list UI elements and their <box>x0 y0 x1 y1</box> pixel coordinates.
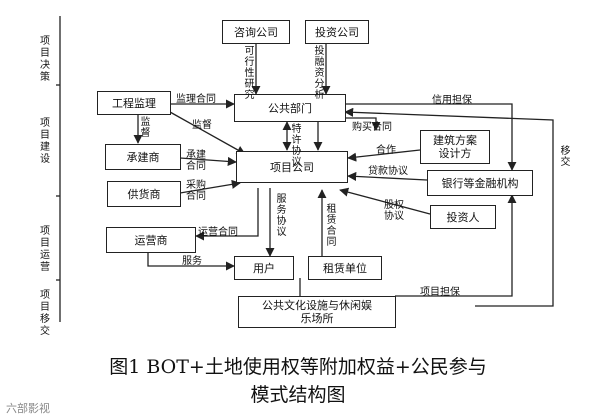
design-party-box: 建筑方案设计方 <box>420 130 490 164</box>
invest-company-box: 投资公司 <box>305 20 369 44</box>
label-cooperation: 合作 <box>376 145 396 156</box>
project-company-box: 项目公司 <box>236 151 348 183</box>
tenant-box: 租赁单位 <box>308 256 382 280</box>
public-dept-box: 公共部门 <box>234 94 346 122</box>
label-equity-agreement: 股权协议 <box>384 200 404 222</box>
label-project-guarantee: 项目担保 <box>420 287 460 298</box>
figure-caption-line1: 图1 BOT+土地使用权等附加权益+公民参与 <box>109 356 487 378</box>
label-build-contract: 承建合同 <box>186 150 206 172</box>
consult-company-box: 咨询公司 <box>222 20 290 44</box>
contractor-box: 承建商 <box>105 144 181 170</box>
label-operate-contract: 运营合同 <box>198 227 238 238</box>
phase-transfer: 项目移交 <box>40 290 50 337</box>
label-supervise-1: 监督 <box>140 117 151 139</box>
label-lease-contract: 租赁合同 <box>326 204 337 248</box>
label-credit-guarantee: 信用担保 <box>432 95 472 106</box>
supervisor-box: 工程监理 <box>97 91 171 115</box>
label-procure-contract: 采购合同 <box>186 180 206 202</box>
label-invest-analysis: 投融资分析 <box>314 46 325 101</box>
operator-box: 运营商 <box>106 227 196 253</box>
watermark: 六部影视 <box>6 402 50 415</box>
phase-decision: 项目决策 <box>40 36 50 83</box>
bank-box: 银行等金融机构 <box>427 170 533 196</box>
label-transfer: 移交 <box>560 146 571 168</box>
figure-caption-line2: 模式结构图 <box>250 384 346 406</box>
label-service-agreement: 服务协议 <box>276 194 287 238</box>
label-purchase-contract: 购买合同 <box>352 122 392 133</box>
investor-box: 投资人 <box>430 205 496 229</box>
label-loan-agreement: 贷款协议 <box>368 166 408 177</box>
label-feasibility: 可行性研究 <box>244 46 255 101</box>
label-franchise: 特许协议 <box>291 124 302 168</box>
phase-operation: 项目运营 <box>40 226 50 273</box>
label-service: 服务 <box>182 256 202 267</box>
label-supervise-2: 监督 <box>192 120 212 131</box>
phase-construction: 项目建设 <box>40 118 50 165</box>
label-supervision-contract: 监理合同 <box>176 94 216 105</box>
facility-box: 公共文化设施与休闲娱乐场所 <box>238 296 396 328</box>
supplier-box: 供货商 <box>107 181 181 207</box>
user-box: 用户 <box>234 256 294 280</box>
